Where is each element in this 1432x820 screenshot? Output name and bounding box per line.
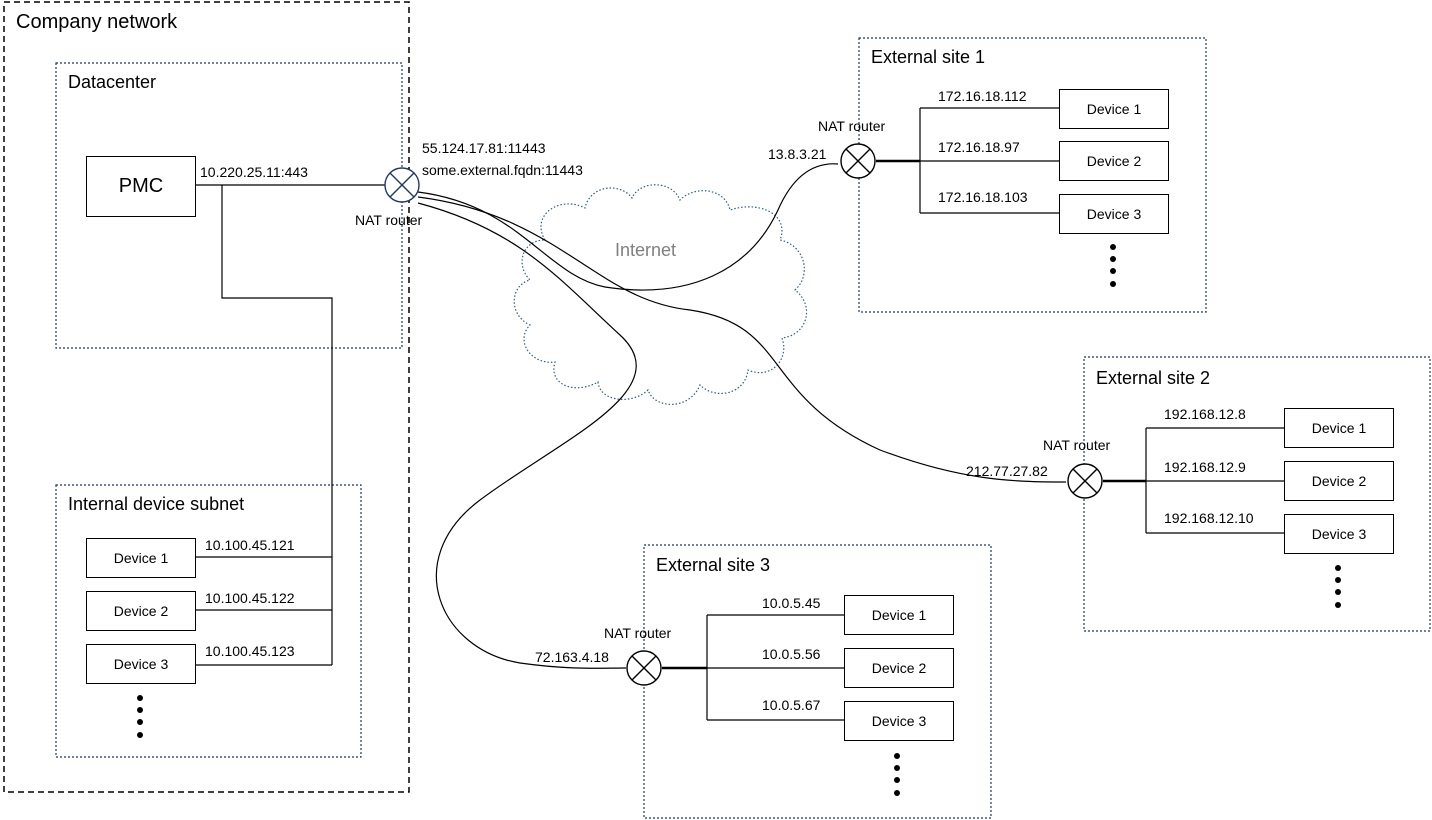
site-2-device-1-ip: 192.168.12.8 bbox=[1164, 406, 1246, 422]
internal-subnet-boundary bbox=[55, 484, 362, 758]
site-3-device-3: Device 3 bbox=[844, 701, 954, 741]
site-2-more-devices-dots bbox=[1335, 565, 1341, 608]
device-label: Device 3 bbox=[871, 713, 927, 729]
site-1-device-2-ip: 172.16.18.97 bbox=[938, 139, 1020, 155]
wan-link-site-2 bbox=[417, 196, 1067, 483]
wan-link-site-3 bbox=[417, 202, 637, 669]
site-2-device-2: Device 2 bbox=[1284, 461, 1394, 501]
site-3-device-2-ip: 10.0.5.56 bbox=[762, 646, 821, 662]
device-label: Device 1 bbox=[1311, 420, 1367, 436]
site-1-router-label: NAT router bbox=[818, 118, 886, 134]
external-site-1-title: External site 1 bbox=[871, 47, 986, 67]
external-site-2-boundary bbox=[1083, 356, 1431, 632]
site-1-device-2: Device 2 bbox=[1059, 141, 1169, 181]
site-1-device-1-ip: 172.16.18.112 bbox=[938, 88, 1027, 104]
subnet-device-2: Device 2 bbox=[86, 591, 196, 631]
device-label: Device 1 bbox=[113, 550, 169, 566]
pmc-address: 10.220.25.11:443 bbox=[200, 164, 308, 180]
device-label: Device 1 bbox=[1086, 101, 1142, 117]
site-3-device-1-ip: 10.0.5.45 bbox=[762, 595, 821, 611]
device-label: Device 1 bbox=[871, 607, 927, 623]
site-3-router-public-ip: 72.163.4.18 bbox=[535, 649, 609, 665]
datacenter-router-public-address: 55.124.17.81:11443 bbox=[422, 140, 546, 156]
subnet-device-3: Device 3 bbox=[86, 644, 196, 684]
external-site-3-boundary bbox=[643, 544, 992, 819]
datacenter-boundary bbox=[55, 62, 403, 349]
company-network-title: Company network bbox=[16, 11, 178, 33]
site-1-device-1: Device 1 bbox=[1059, 89, 1169, 129]
pmc-to-subnet-line bbox=[221, 185, 333, 665]
site-1-router-icon bbox=[840, 143, 876, 179]
site-3-router-label: NAT router bbox=[604, 625, 672, 641]
device-label: Device 2 bbox=[113, 603, 169, 619]
site-3-device-1: Device 1 bbox=[844, 595, 954, 635]
site-2-router-public-ip: 212.77.27.82 bbox=[966, 463, 1048, 479]
subnet-device-3-ip: 10.100.45.123 bbox=[205, 643, 295, 659]
datacenter-router-label: NAT router bbox=[355, 212, 423, 228]
site-1-device-3: Device 3 bbox=[1059, 194, 1169, 234]
site-1-device-3-ip: 172.16.18.103 bbox=[938, 189, 1028, 205]
wan-link-site-1 bbox=[417, 163, 839, 291]
subnet-device-1: Device 1 bbox=[86, 538, 196, 578]
site-3-more-devices-dots bbox=[894, 753, 900, 796]
site-2-router-icon bbox=[1067, 463, 1103, 499]
pmc-label: PMC bbox=[118, 175, 164, 197]
device-label: Device 3 bbox=[1086, 206, 1142, 222]
subnet-more-devices-dots bbox=[137, 695, 143, 738]
internal-subnet-title: Internal device subnet bbox=[68, 494, 245, 514]
datacenter-router-fqdn: some.external.fqdn:11443 bbox=[422, 162, 583, 178]
site-1-router-public-ip: 13.8.3.21 bbox=[768, 146, 827, 162]
site-2-device-3-ip: 192.168.12.10 bbox=[1164, 510, 1254, 526]
site-2-router-label: NAT router bbox=[1043, 437, 1111, 453]
site-3-router-icon bbox=[626, 650, 662, 686]
device-label: Device 2 bbox=[1086, 153, 1142, 169]
company-network-boundary bbox=[3, 1, 410, 793]
device-label: Device 3 bbox=[113, 656, 169, 672]
pmc-server: PMC bbox=[86, 156, 196, 217]
site-1-more-devices-dots bbox=[1110, 244, 1116, 287]
datacenter-title: Datacenter bbox=[68, 72, 157, 92]
external-site-3-title: External site 3 bbox=[656, 555, 771, 575]
site-2-device-1: Device 1 bbox=[1284, 408, 1394, 448]
datacenter-router-icon bbox=[384, 167, 420, 203]
external-site-2-title: External site 2 bbox=[1096, 368, 1211, 388]
site-2-device-2-ip: 192.168.12.9 bbox=[1164, 459, 1246, 475]
internet-label: Internet bbox=[615, 240, 677, 260]
subnet-device-1-ip: 10.100.45.121 bbox=[205, 537, 295, 553]
site-2-device-3: Device 3 bbox=[1284, 514, 1394, 554]
subnet-device-2-ip: 10.100.45.122 bbox=[205, 590, 295, 606]
internet-cloud bbox=[513, 184, 808, 405]
device-label: Device 2 bbox=[871, 660, 927, 676]
device-label: Device 3 bbox=[1311, 526, 1367, 542]
site-3-device-2: Device 2 bbox=[844, 648, 954, 688]
site-3-device-3-ip: 10.0.5.67 bbox=[762, 697, 821, 713]
device-label: Device 2 bbox=[1311, 473, 1367, 489]
